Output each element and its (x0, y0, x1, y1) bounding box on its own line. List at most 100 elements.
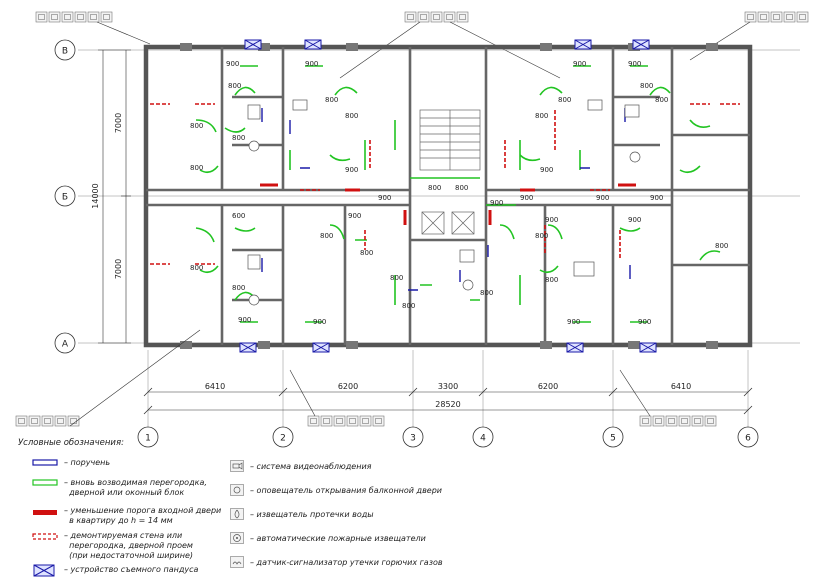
opening-label: 800 (402, 302, 415, 310)
opening-label: 800 (558, 96, 571, 104)
opening-label: 900 (238, 316, 251, 324)
removable-ramp-symbol (33, 564, 55, 577)
axis-number-1: 1 (145, 434, 151, 444)
dim-bay-1-2: 6410 (205, 382, 225, 391)
demolished-walls (150, 103, 740, 265)
opening-label: 600 (232, 212, 245, 220)
axis-number-4: 4 (480, 434, 486, 444)
opening-label: 800 (455, 184, 468, 192)
sensor-icons-bottom-right (619, 369, 717, 427)
axis-number-6: 6 (745, 434, 751, 444)
opening-label: 800 (320, 232, 333, 240)
axis-letter-v: В (62, 47, 68, 57)
legend-new-partition: – вновь возводимая перегородка, дверной … (64, 478, 207, 497)
gas-leak-icon (230, 556, 244, 568)
opening-label: 900 (596, 194, 609, 202)
opening-label: 800 (345, 112, 358, 120)
interior-walls (146, 47, 750, 345)
opening-label: 800 (640, 82, 653, 90)
new-partitions (195, 65, 721, 323)
opening-label: 900 (540, 166, 553, 174)
opening-label: 800 (655, 96, 668, 104)
opening-label: 900 (348, 212, 361, 220)
axis-number-bubbles: 1 2 3 4 5 6 (137, 426, 759, 448)
sensor-icons-top-left (35, 11, 151, 45)
opening-label: 800 (715, 242, 728, 250)
axis-letter-b: Б (62, 193, 68, 203)
opening-label: 900 (345, 166, 358, 174)
axis-number-5: 5 (610, 434, 616, 444)
axis-letter-a: А (62, 340, 69, 350)
opening-label: 800 (190, 122, 203, 130)
opening-label: 800 (190, 164, 203, 172)
opening-label: 800 (325, 96, 338, 104)
vertical-dimensions: 7000 7000 14000 (91, 49, 131, 344)
legend: Условные обозначения: – поручень – вновь… (18, 438, 488, 584)
staircase (419, 109, 481, 235)
opening-label: 900 (628, 60, 641, 68)
opening-label: 800 (228, 82, 241, 90)
water-leak-icon (230, 508, 244, 520)
legend-fire-detector: – автоматические пожарные извещатели (250, 534, 426, 543)
sensor-icons-bottom-left (15, 329, 201, 427)
legend-threshold: – уменьшение порога входной двери в квар… (64, 506, 222, 525)
dim-bay-5-6: 6410 (671, 382, 691, 391)
new-partition-symbol (32, 479, 58, 486)
opening-label: 900 (650, 194, 663, 202)
legend-title: Условные обозначения: (18, 438, 124, 448)
building-walls (143, 44, 753, 348)
opening-label: 900 (573, 60, 586, 68)
opening-label: 900 (226, 60, 239, 68)
demolished-wall-symbol (32, 533, 58, 540)
axis-number-2: 2 (280, 434, 286, 444)
handrail-symbol (32, 459, 58, 466)
opening-label: 900 (567, 318, 580, 326)
opening-labels: 900 900 900 900 800 800 800 800 800 800 … (190, 60, 728, 326)
fire-detector-icon (230, 532, 244, 544)
legend-handrail: – поручень (64, 458, 111, 467)
dim-upper-bay: 7000 (114, 113, 123, 133)
dim-lower-bay: 7000 (114, 259, 123, 279)
opening-label: 900 (313, 318, 326, 326)
opening-label: 900 (305, 60, 318, 68)
entry-thresholds (260, 183, 636, 225)
camera-icon (230, 460, 244, 472)
opening-label: 800 (535, 112, 548, 120)
legend-gas-leak: – датчик-сигнализатор утечки горючих газ… (250, 558, 443, 567)
handrails (261, 108, 631, 291)
opening-label: 800 (360, 249, 373, 257)
opening-label: 800 (232, 284, 245, 292)
axis-number-3: 3 (410, 434, 416, 444)
sensor-icons-top-right (689, 11, 809, 61)
opening-label: 800 (535, 232, 548, 240)
legend-removable-ramp: – устройство съемного пандуса (64, 565, 199, 574)
opening-label: 900 (490, 199, 503, 207)
threshold-symbol (33, 510, 57, 515)
opening-label: 900 (378, 194, 391, 202)
legend-camera: – система видеонаблюдения (250, 462, 372, 471)
opening-label: 900 (520, 194, 533, 202)
dim-total-depth: 14000 (91, 183, 100, 208)
sanitary-fixtures (247, 99, 641, 306)
dim-total-length: 28520 (435, 400, 460, 409)
opening-label: 800 (480, 289, 493, 297)
opening-label: 800 (428, 184, 441, 192)
legend-demolished-wall: – демонтируемая стена или перегородка, д… (64, 531, 194, 560)
balcony-door-alarm-icon (230, 484, 244, 496)
opening-label: 900 (545, 216, 558, 224)
opening-label: 800 (545, 276, 558, 284)
horizontal-dimensions: 6410 6200 3300 6200 6410 28520 (143, 382, 753, 415)
opening-label: 800 (232, 134, 245, 142)
dim-bay-2-3: 6200 (338, 382, 358, 391)
dim-bay-4-5: 6200 (538, 382, 558, 391)
opening-label: 800 (390, 274, 403, 282)
removable-ramps (239, 39, 657, 353)
opening-label: 900 (638, 318, 651, 326)
opening-label: 900 (628, 216, 641, 224)
sensor-icons-bottom-middle (289, 369, 385, 427)
legend-water-leak: – извещатель протечки воды (250, 510, 374, 519)
dim-bay-3-4: 3300 (438, 382, 458, 391)
axis-letter-bubbles: В Б А (54, 39, 76, 354)
opening-label: 800 (190, 264, 203, 272)
